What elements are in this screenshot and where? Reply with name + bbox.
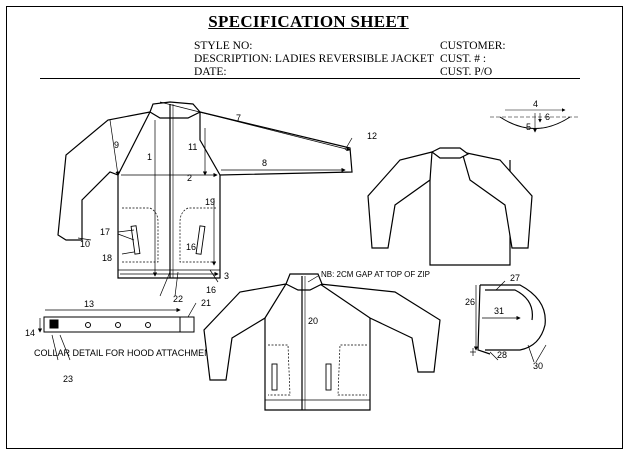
- callout-31: 31: [494, 306, 504, 316]
- callout-18: 18: [102, 253, 112, 263]
- callout-28: 28: [497, 350, 507, 360]
- collar-strip: [43, 316, 195, 333]
- callout-1: 1: [147, 152, 152, 162]
- zip-gap-note: NB: 2CM GAP AT TOP OF ZIP: [321, 270, 430, 279]
- callout-19: 19: [205, 197, 215, 207]
- callout-2: 2: [187, 173, 192, 183]
- back-jacket: [367, 147, 533, 266]
- callout-4: 4: [533, 99, 538, 109]
- hood-opening-detail: [490, 108, 580, 133]
- front-jacket-flat: [57, 101, 353, 279]
- hood-measure-lines: [470, 280, 547, 363]
- callout-7: 7: [236, 113, 241, 123]
- front-leader-lines: [77, 137, 353, 297]
- callout-26: 26: [465, 297, 475, 307]
- callout-6: 6: [545, 112, 550, 122]
- callout-23: 23: [63, 374, 73, 384]
- callout-9: 9: [114, 140, 119, 150]
- header-divider: [40, 78, 580, 79]
- callout-5: 5: [526, 122, 531, 132]
- callout-13: 13: [84, 299, 94, 309]
- callout-12: 12: [367, 131, 377, 141]
- callout-17: 17: [100, 227, 110, 237]
- reverse-jacket: [203, 273, 441, 411]
- front-measure-lines: [109, 101, 351, 277]
- front-pockets: [122, 207, 216, 263]
- style-no-label: STYLE NO:: [194, 40, 253, 52]
- callout-10: 10: [80, 239, 90, 249]
- customer-label: CUSTOMER:: [440, 40, 506, 52]
- callout-21: 21: [201, 298, 211, 308]
- front-pocket-zips: [130, 225, 206, 255]
- callout-30: 30: [533, 361, 543, 371]
- cust-no-label: CUST. # :: [440, 53, 487, 65]
- callout-16b: 16: [206, 285, 216, 295]
- reverse-pockets: [268, 344, 367, 396]
- hood-side-view: [477, 284, 546, 355]
- callout-22: 22: [173, 294, 183, 304]
- reverse-pocket-zips: [271, 363, 332, 391]
- sheet-title: SPECIFICATION SHEET: [208, 12, 409, 31]
- callout-20: 20: [308, 316, 318, 326]
- collar-measure-lines: [37, 302, 197, 361]
- date-label: DATE:: [194, 66, 227, 78]
- callout-14: 14: [25, 328, 35, 338]
- callout-11: 11: [188, 142, 197, 152]
- description-label: DESCRIPTION: LADIES REVERSIBLE JACKET: [194, 53, 434, 65]
- cust-po-label: CUST. P/O: [440, 66, 493, 78]
- collar-detail-caption: COLLAR DETAIL FOR HOOD ATTACHMENT: [34, 348, 217, 358]
- callout-16a: 16: [186, 242, 196, 252]
- callout-3: 3: [224, 271, 229, 281]
- callout-27: 27: [510, 273, 520, 283]
- callout-8: 8: [262, 158, 267, 168]
